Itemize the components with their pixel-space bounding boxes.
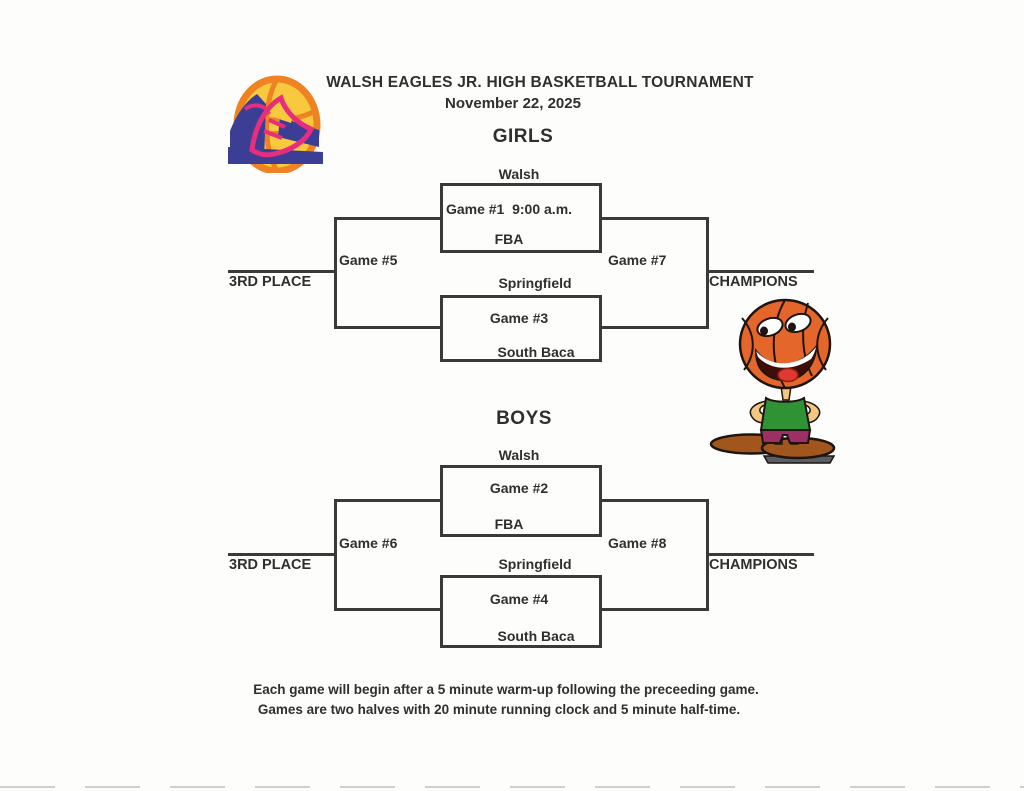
boys-third-place-label: 3RD PLACE [229, 557, 312, 573]
girls-top-team-label: Walsh [498, 166, 540, 182]
boys-game8-label: Game #8 [608, 535, 667, 551]
boys-top-team-label: Walsh [498, 447, 540, 463]
date-label: November 22, 2025 [445, 95, 581, 112]
connector-line [602, 326, 709, 329]
boys-bottom-team2-label: South Baca [497, 628, 575, 644]
girls-bottom-team2-label: South Baca [497, 344, 575, 360]
scan-artifact-line [0, 786, 1024, 788]
boys-game6-label: Game #6 [339, 535, 398, 551]
girls-game7-label: Game #7 [608, 252, 667, 268]
connector-line [707, 553, 814, 556]
girls-bottom-team-label: Springfield [498, 275, 572, 291]
girls-game3-label: Game #3 [489, 310, 549, 326]
bracket-heading-boys: BOYS [496, 408, 552, 429]
girls-third-place-label: 3RD PLACE [229, 274, 312, 290]
page-title: WALSH EAGLES JR. HIGH BASKETBALL TOURNAM… [326, 74, 754, 91]
boys-top-team2-label: FBA [494, 516, 524, 532]
connector-line [334, 326, 442, 329]
boys-game2-label: Game #2 [489, 480, 549, 496]
connector-line [228, 270, 336, 273]
girls-champions-label: CHAMPIONS [709, 274, 798, 290]
connector-line [706, 217, 709, 329]
tournament-logo-icon [228, 75, 323, 173]
girls-game1-label: Game #1 9:00 a.m. [445, 201, 573, 217]
footer-note-2: Games are two halves with 20 minute runn… [257, 702, 741, 717]
connector-line [707, 270, 814, 273]
connector-line [334, 217, 442, 220]
connector-line [334, 499, 442, 502]
connector-line [334, 608, 442, 611]
connector-line [602, 608, 709, 611]
bracket-heading-girls: GIRLS [492, 126, 554, 147]
connector-line [602, 217, 709, 220]
connector-line [334, 217, 337, 329]
connector-line [602, 499, 709, 502]
basketball-mascot-icon [709, 298, 836, 464]
connector-line [228, 553, 336, 556]
boys-bottom-team-label: Springfield [498, 556, 572, 572]
boys-semifinal-bottom-box [440, 575, 602, 648]
girls-top-team2-label: FBA [494, 231, 524, 247]
girls-game5-label: Game #5 [339, 252, 398, 268]
boys-champions-label: CHAMPIONS [709, 557, 798, 573]
boys-game4-label: Game #4 [489, 591, 549, 607]
footer-note-1: Each game will begin after a 5 minute wa… [253, 682, 759, 697]
